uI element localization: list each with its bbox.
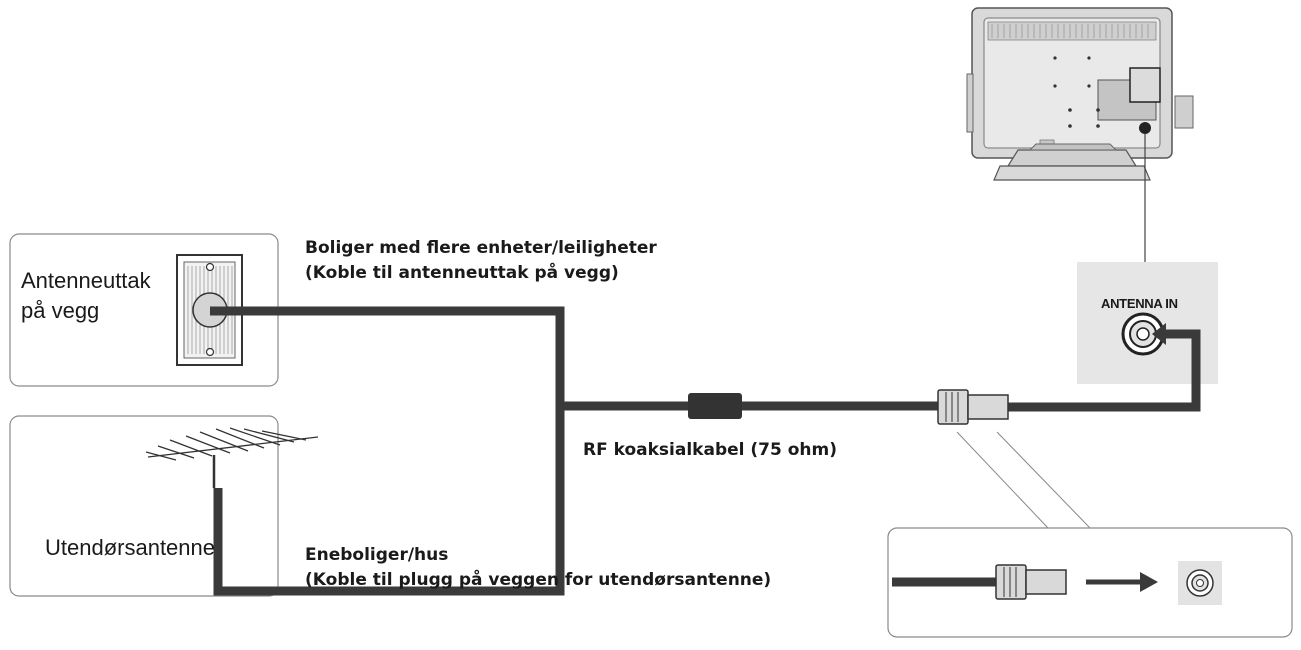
antenna-in-label: ANTENNA IN <box>1101 296 1178 311</box>
wall-outlet-label: Antenneuttak på vegg <box>21 266 151 326</box>
outdoor-antenna-label: Utendørsantenne <box>45 535 215 560</box>
wall-outlet-label-line1: Antenneuttak <box>21 268 151 293</box>
apartments-note-line2: (Koble til antenneuttak på vegg) <box>305 263 619 283</box>
houses-note: Eneboliger/hus (Koble til plugg på vegge… <box>305 543 771 593</box>
houses-note-line1: Eneboliger/hus <box>305 545 449 565</box>
cable-plug-icon <box>937 389 1009 425</box>
wall-outlet-label-line2: på vegg <box>21 298 100 323</box>
coax-cable <box>210 306 1201 596</box>
arrow-right-icon <box>1086 572 1158 592</box>
callout-leader-lines <box>956 431 1091 529</box>
apartments-note-line1: Boliger med flere enheter/leiligheter <box>305 238 657 258</box>
houses-note-line2: (Koble til plugg på veggen for utendørsa… <box>305 570 772 590</box>
plug-detail-icon <box>892 564 1067 600</box>
jack-detail-icon <box>1178 561 1222 605</box>
cable-label: RF koaksialkabel (75 ohm) <box>583 440 838 460</box>
apartments-note: Boliger med flere enheter/leiligheter (K… <box>305 236 657 286</box>
ferrite-core <box>688 393 742 419</box>
outdoor-antenna-icon <box>145 427 319 488</box>
tv-back-icon <box>966 7 1194 181</box>
arrow-into-jack-icon <box>1152 323 1166 345</box>
outdoor-antenna-box <box>9 415 279 597</box>
